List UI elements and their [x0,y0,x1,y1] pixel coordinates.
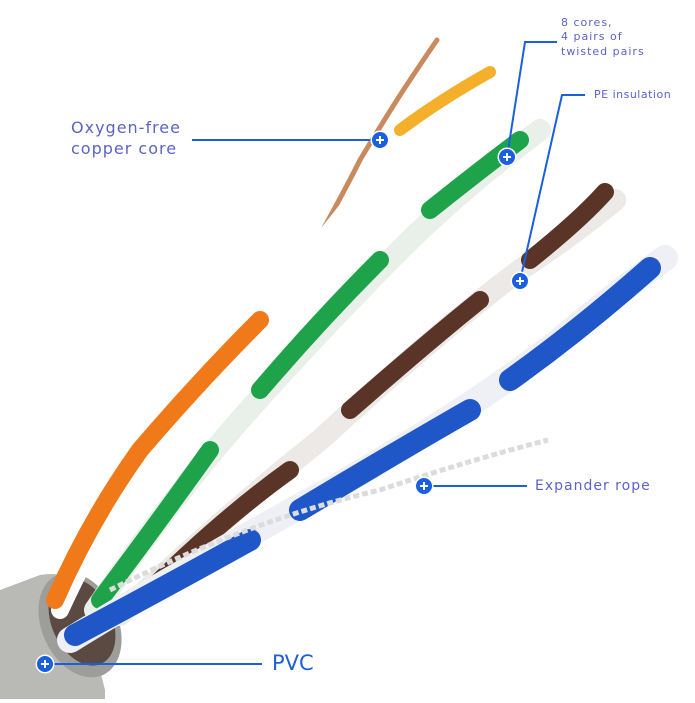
callout-lines [45,41,585,665]
cores-marker-icon[interactable] [499,149,515,165]
cores-label-line2: 4 pairs of [561,30,623,44]
cores-label: 8 cores, 4 pairs of twisted pairs [561,16,645,59]
expander-rope-marker-icon[interactable] [416,478,432,494]
copper-core-marker-icon[interactable] [372,132,388,148]
pvc-marker-icon[interactable] [37,656,53,672]
cores-label-line3: twisted pairs [561,44,645,58]
copper-core-label-line1: Oxygen-free [71,118,181,137]
green-pair [84,119,551,621]
blue-pair [57,245,678,653]
expander-rope [108,437,549,593]
pe-insulation-label: PE insulation [594,88,672,101]
expander-rope-label: Expander rope [535,478,651,494]
copper-core-label: Oxygen-free copper core [71,118,181,160]
copper-core-label-line2: copper core [71,138,178,158]
orange-pair [46,61,499,619]
pe-insulation-marker-icon[interactable] [512,273,528,289]
pvc-label: PVC [272,651,314,675]
cores-label-line1: 8 cores, [561,16,613,29]
